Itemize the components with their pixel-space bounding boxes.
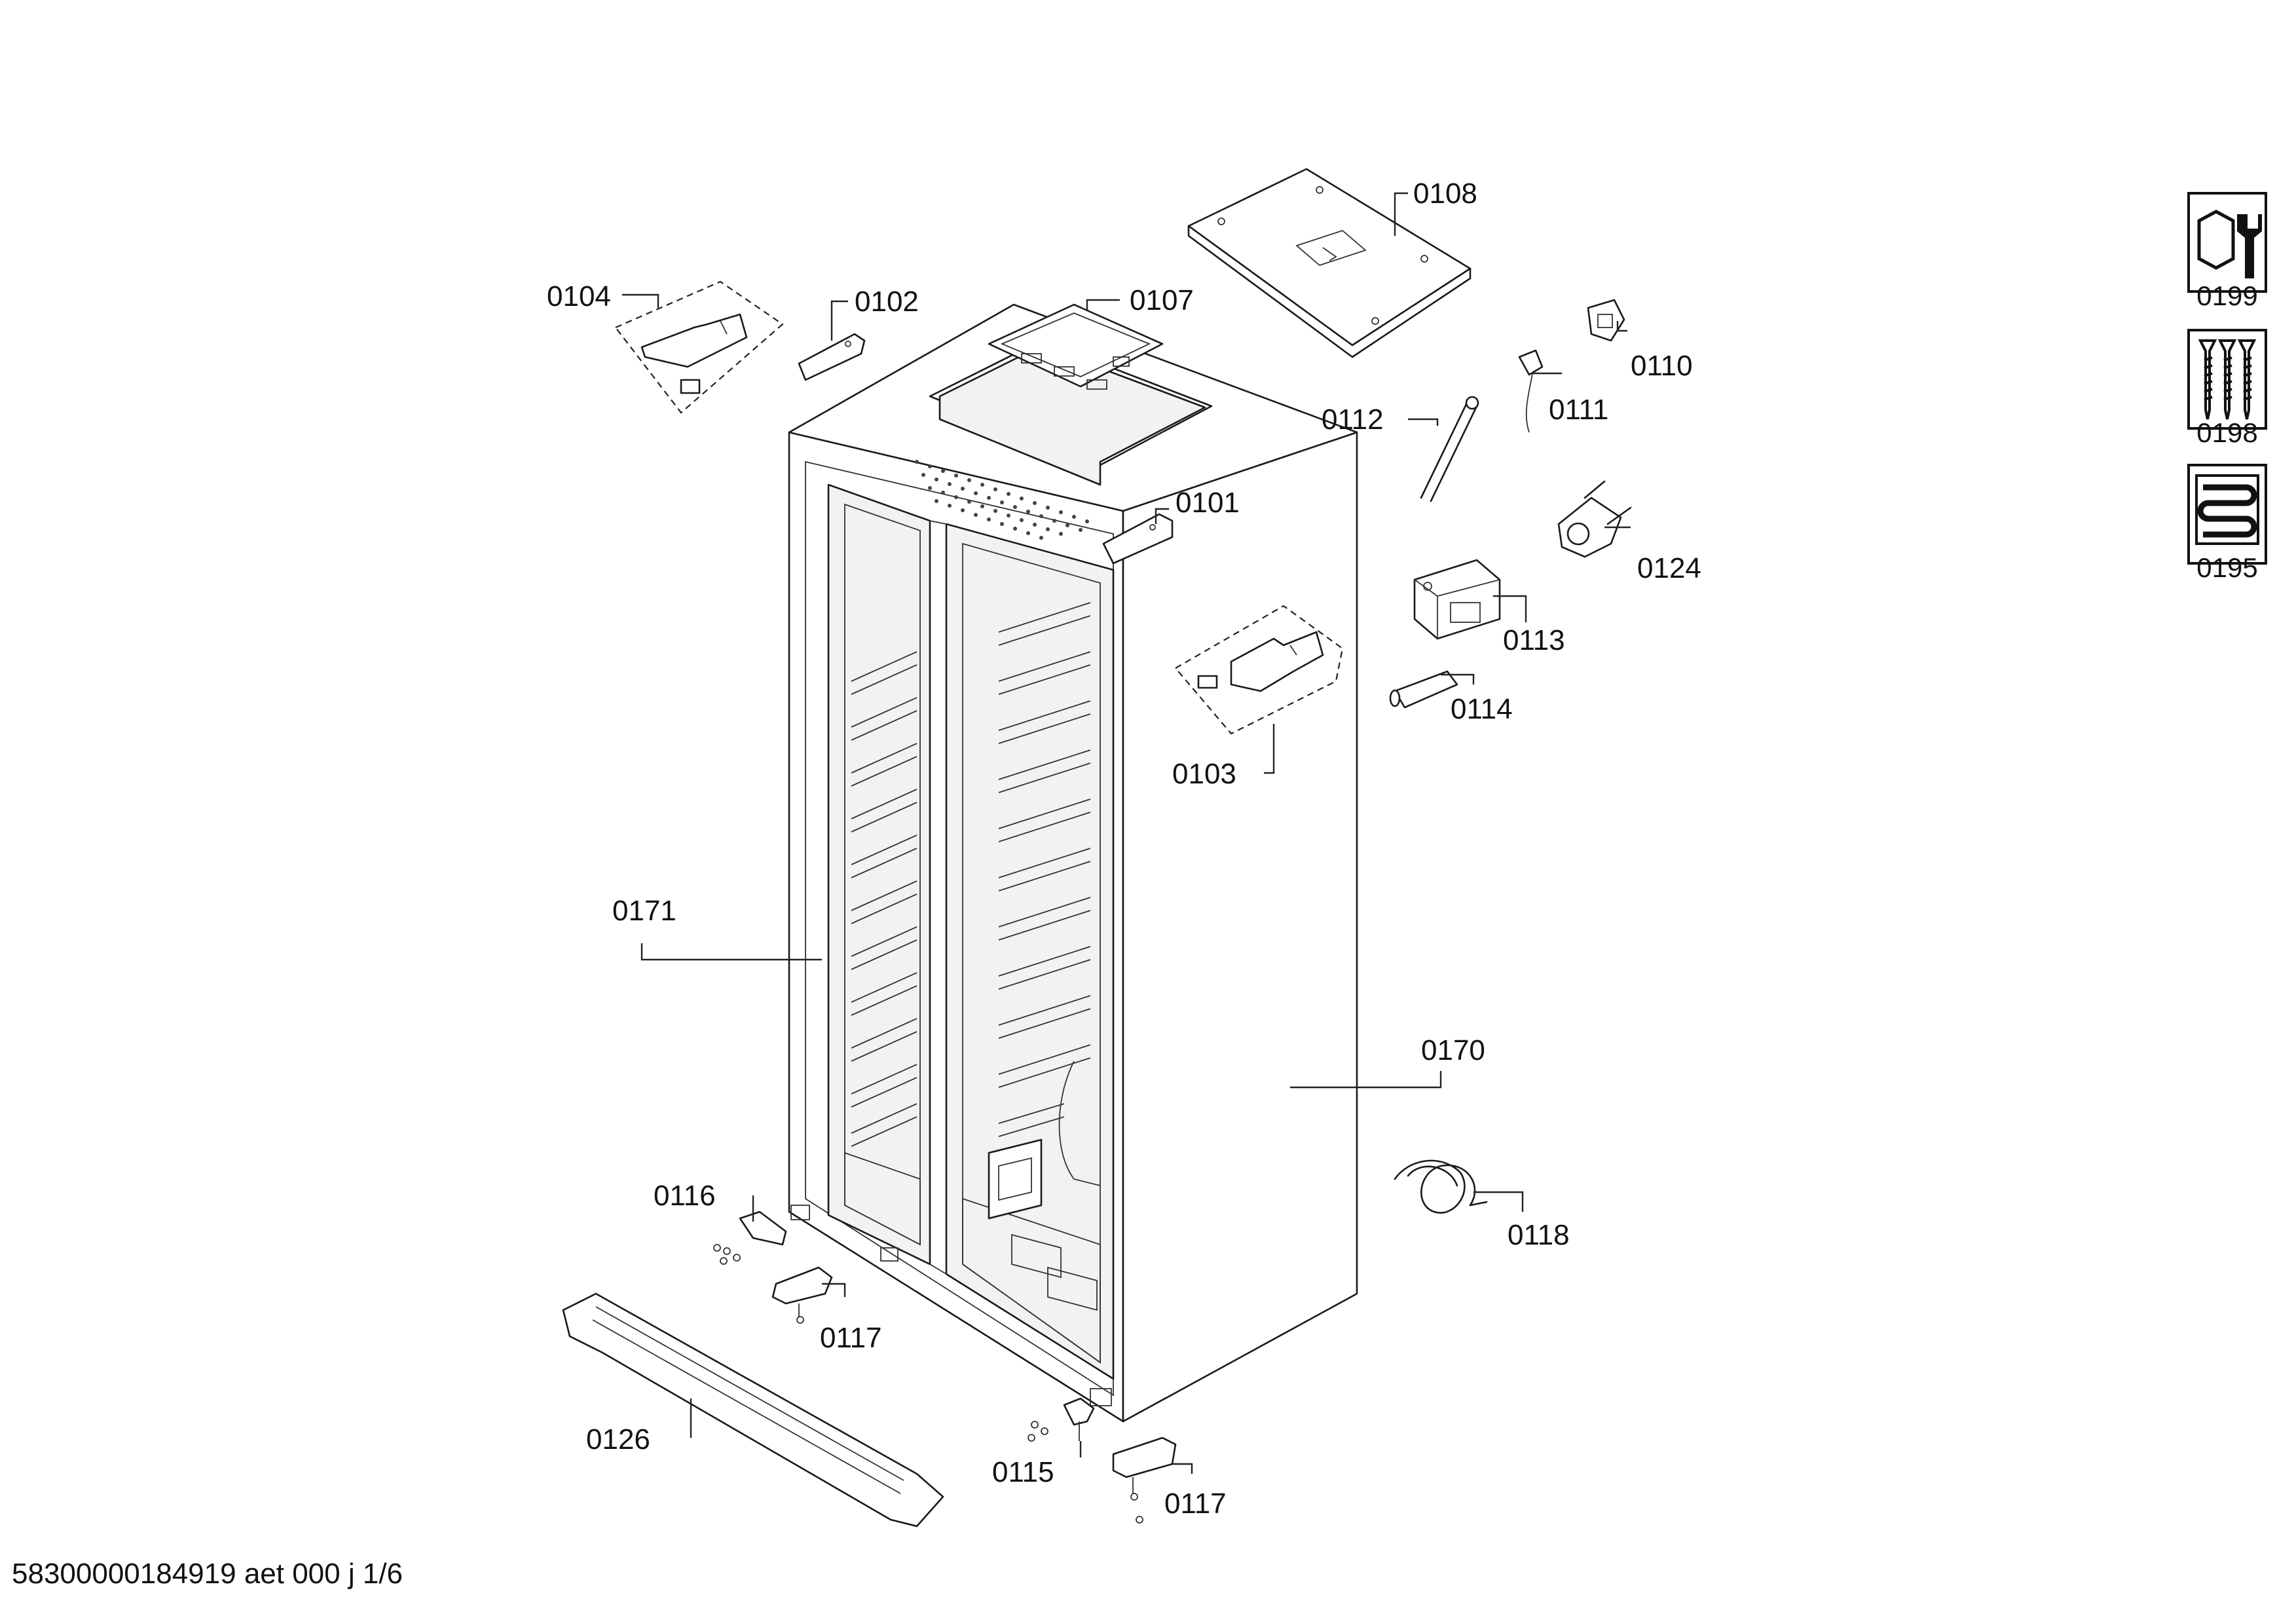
control-module-0107 [929, 303, 1213, 486]
toe-kick-0126 [562, 1292, 944, 1528]
shelf-rails-right [998, 602, 1091, 1137]
shelf-rails-left [851, 651, 917, 1147]
hinge-0117a [771, 1266, 833, 1324]
part-0124 [1557, 480, 1632, 558]
icon-label-0195: 0195 [2196, 552, 2258, 583]
roller-0114 [1389, 670, 1458, 709]
label-0107: 0107 [1130, 284, 1194, 316]
label-0118: 0118 [1508, 1219, 1570, 1251]
bracket-0102 [798, 333, 866, 381]
label-0102: 0102 [855, 286, 919, 318]
vent-holes [915, 460, 1089, 540]
label-0112: 0112 [1322, 404, 1384, 436]
label-0124: 0124 [1637, 552, 1701, 584]
icon-label-0199: 0199 [2196, 280, 2258, 311]
leader-lines [622, 192, 1631, 1474]
rod-0112 [1420, 396, 1479, 502]
label-0108: 0108 [1413, 178, 1477, 210]
bracket-group-0104 [614, 280, 784, 414]
icon-label-0198: 0198 [2196, 417, 2258, 448]
bracket-group-0103 [1174, 605, 1344, 735]
label-0117-a: 0117 [820, 1322, 882, 1354]
part-0116 [713, 1210, 787, 1265]
document-code: 58300000184919 aet 000 j 1/6 [12, 1558, 403, 1590]
label-0115: 0115 [992, 1456, 1054, 1488]
label-0104: 0104 [547, 280, 611, 312]
label-0111: 0111 [1549, 394, 1608, 426]
label-0116: 0116 [654, 1180, 716, 1212]
housing-0113 [1413, 559, 1501, 640]
part-0111 [1518, 349, 1544, 433]
label-0126: 0126 [586, 1423, 650, 1455]
wrench-nut-icon[interactable] [2187, 192, 2267, 293]
label-0113: 0113 [1503, 624, 1565, 656]
bracket-0101 [1102, 513, 1174, 565]
part-0110 [1587, 299, 1625, 342]
top-cover-0108 [1187, 168, 1472, 358]
label-0170: 0170 [1421, 1034, 1485, 1066]
heating-coil-icon[interactable] [2187, 464, 2267, 565]
coil-0118 [1394, 1159, 1488, 1214]
part-labels: 0108 0104 0102 0107 0110 0111 0112 0101 … [547, 178, 1701, 1520]
screws-icon[interactable] [2187, 329, 2267, 430]
label-0103: 0103 [1172, 758, 1236, 790]
label-0171: 0171 [612, 895, 676, 927]
label-0101: 0101 [1176, 487, 1240, 519]
part-0115 [1028, 1397, 1095, 1442]
label-0114: 0114 [1451, 693, 1513, 725]
label-0117-b: 0117 [1164, 1488, 1227, 1520]
label-0110: 0110 [1631, 350, 1693, 382]
